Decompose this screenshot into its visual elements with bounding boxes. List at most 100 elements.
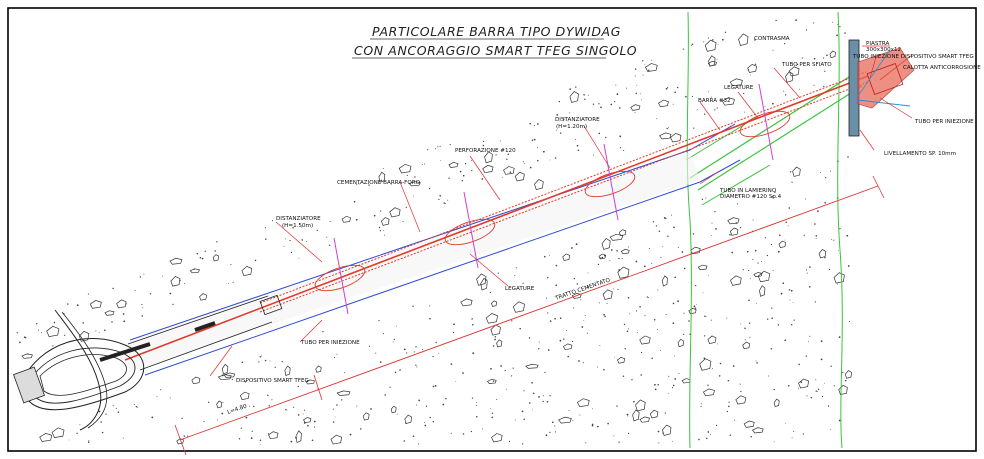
soil-dot bbox=[710, 234, 712, 236]
gravel-stone bbox=[743, 420, 755, 428]
label-length: L=4.80 bbox=[227, 403, 249, 415]
soil-dot bbox=[329, 220, 331, 223]
soil-dot bbox=[538, 348, 540, 350]
soil-dot bbox=[575, 86, 577, 88]
soil-dot bbox=[403, 348, 406, 351]
soil-dot bbox=[705, 316, 707, 318]
title-line-2: CON ANCORAGGIO SMART TFEG SINGOLO bbox=[354, 43, 637, 58]
gravel-stone bbox=[503, 166, 515, 175]
soil-dot bbox=[749, 277, 751, 279]
soil-dot bbox=[656, 118, 658, 120]
gravel-stone bbox=[681, 378, 691, 384]
soil-dot bbox=[76, 304, 79, 307]
spacer-group bbox=[314, 83, 791, 315]
soil-dot bbox=[784, 339, 787, 342]
soil-dot bbox=[551, 421, 554, 424]
soil-dot bbox=[774, 191, 776, 193]
soil-dot bbox=[592, 408, 593, 410]
soil-dot bbox=[301, 226, 303, 228]
soil-dot bbox=[803, 234, 805, 236]
soil-dot bbox=[716, 343, 718, 345]
soil-dot bbox=[748, 299, 750, 302]
soil-dot bbox=[204, 250, 206, 252]
soil-dot bbox=[41, 332, 43, 334]
soil-dot bbox=[438, 352, 440, 354]
soil-dot bbox=[556, 114, 559, 116]
soil-dot bbox=[775, 19, 777, 22]
gravel-stone bbox=[571, 292, 582, 299]
soil-dot bbox=[459, 170, 462, 173]
soil-dot bbox=[710, 319, 712, 321]
gravel-stone bbox=[704, 39, 717, 52]
soil-dot bbox=[614, 356, 616, 358]
soil-dot bbox=[476, 416, 478, 418]
rock-boundary-line bbox=[686, 11, 692, 449]
soil-dot bbox=[610, 103, 613, 106]
soil-dot bbox=[422, 349, 423, 350]
soil-dot bbox=[547, 312, 549, 314]
soil-dot bbox=[297, 385, 299, 388]
gravel-stone bbox=[576, 398, 590, 408]
soil-dot bbox=[702, 292, 704, 294]
soil-dot bbox=[435, 341, 437, 344]
soil-dot bbox=[373, 214, 376, 217]
soil-dot bbox=[421, 164, 423, 165]
soil-dot bbox=[355, 218, 358, 221]
soil-dot bbox=[549, 395, 551, 397]
soil-dot bbox=[764, 105, 766, 107]
soil-dot bbox=[848, 320, 851, 322]
soil-dot bbox=[100, 421, 102, 423]
soil-dot bbox=[600, 106, 602, 109]
soil-dot bbox=[232, 281, 234, 283]
soil-dot bbox=[772, 270, 774, 271]
soil-dot bbox=[214, 250, 216, 252]
soil-dot bbox=[528, 402, 531, 404]
soil-dot bbox=[19, 341, 21, 344]
soil-dot bbox=[378, 226, 381, 229]
gravel-stone bbox=[448, 162, 459, 168]
soil-dot bbox=[111, 321, 113, 323]
soil-dot bbox=[402, 221, 404, 223]
soil-dot bbox=[619, 147, 622, 149]
soil-dot bbox=[105, 413, 107, 415]
soil-dot bbox=[35, 322, 38, 325]
soil-dot bbox=[274, 366, 276, 368]
soil-dot bbox=[616, 405, 618, 407]
gravel-stone bbox=[51, 427, 65, 439]
label-dispositivo-smart: DISPOSITIVO SMART TFEG bbox=[236, 378, 309, 384]
soil-dot bbox=[777, 324, 780, 326]
soil-dot bbox=[112, 287, 114, 290]
soil-dot bbox=[584, 314, 586, 317]
soil-dot bbox=[231, 378, 233, 381]
soil-dot bbox=[613, 435, 615, 437]
soil-dot bbox=[793, 319, 795, 321]
soil-dot bbox=[532, 392, 535, 395]
soil-dot bbox=[827, 405, 830, 407]
gravel-stone bbox=[662, 424, 672, 436]
soil-dot bbox=[668, 392, 670, 394]
gravel-stone bbox=[199, 293, 207, 301]
soil-dot bbox=[283, 246, 285, 248]
gravel-stone bbox=[389, 207, 401, 218]
soil-dot bbox=[703, 41, 705, 43]
soil-dot bbox=[448, 177, 450, 179]
soil-dot bbox=[614, 101, 616, 103]
soil-dot bbox=[418, 399, 421, 402]
soil-dot bbox=[512, 367, 514, 369]
soil-dot bbox=[839, 228, 841, 230]
gravel-stone bbox=[829, 50, 836, 58]
gravel-stone bbox=[730, 275, 742, 286]
soil-dot bbox=[622, 375, 625, 377]
soil-dot bbox=[714, 109, 716, 111]
soil-dot bbox=[554, 425, 556, 427]
gravel-stone bbox=[721, 97, 735, 106]
soil-dot bbox=[332, 421, 335, 423]
soil-dot bbox=[16, 332, 18, 334]
soil-dot bbox=[847, 156, 849, 158]
soil-dot bbox=[833, 385, 835, 387]
soil-dot bbox=[575, 138, 577, 140]
soil-dot bbox=[633, 400, 635, 403]
soil-dot bbox=[754, 39, 756, 41]
gravel-stone bbox=[707, 335, 717, 344]
soil-dot bbox=[217, 419, 218, 421]
